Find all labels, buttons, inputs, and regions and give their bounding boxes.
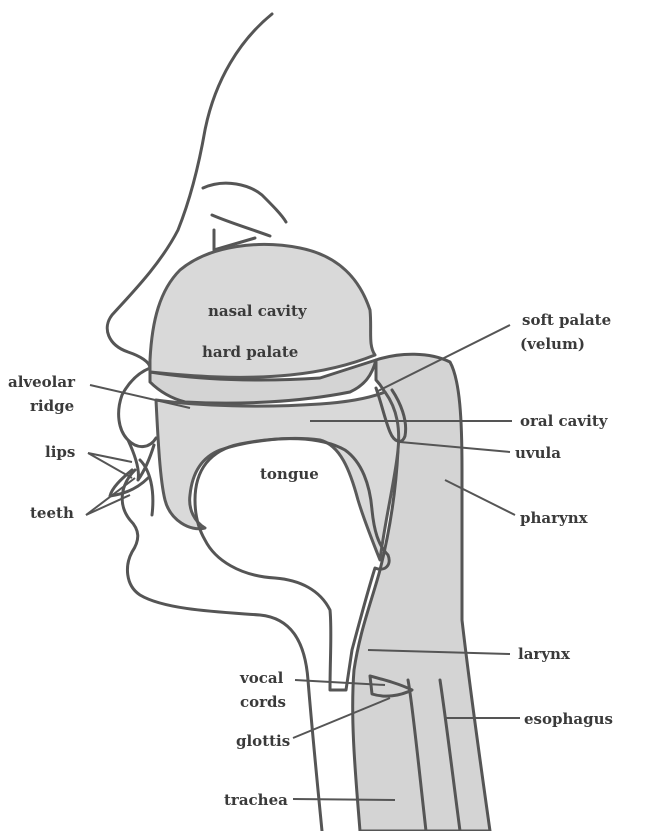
label-trachea: trachea [224,791,288,809]
label-oral-cavity: oral cavity [520,412,609,430]
chin-neck-outline [122,470,322,831]
label-vocal-cords-2: cords [240,693,286,711]
label-pharynx: pharynx [520,509,589,527]
label-tongue: tongue [260,465,319,483]
label-alveolar-ridge-1: alveolar [8,373,76,391]
label-alveolar-ridge-2: ridge [30,397,74,415]
label-uvula: uvula [515,444,561,462]
label-teeth: teeth [30,504,74,522]
label-soft-palate-2: (velum) [520,335,585,353]
lower-lip [140,460,153,515]
label-soft-palate-1: soft palate [522,311,611,329]
leader-trachea [293,799,395,800]
label-vocal-cords-1: vocal [239,669,284,687]
label-esophagus: esophagus [524,710,613,728]
label-larynx: larynx [518,645,571,663]
label-glottis: glottis [236,732,290,750]
label-hard-palate: hard palate [202,343,298,361]
label-lips: lips [45,443,75,461]
label-nasal-cavity: nasal cavity [208,302,308,320]
